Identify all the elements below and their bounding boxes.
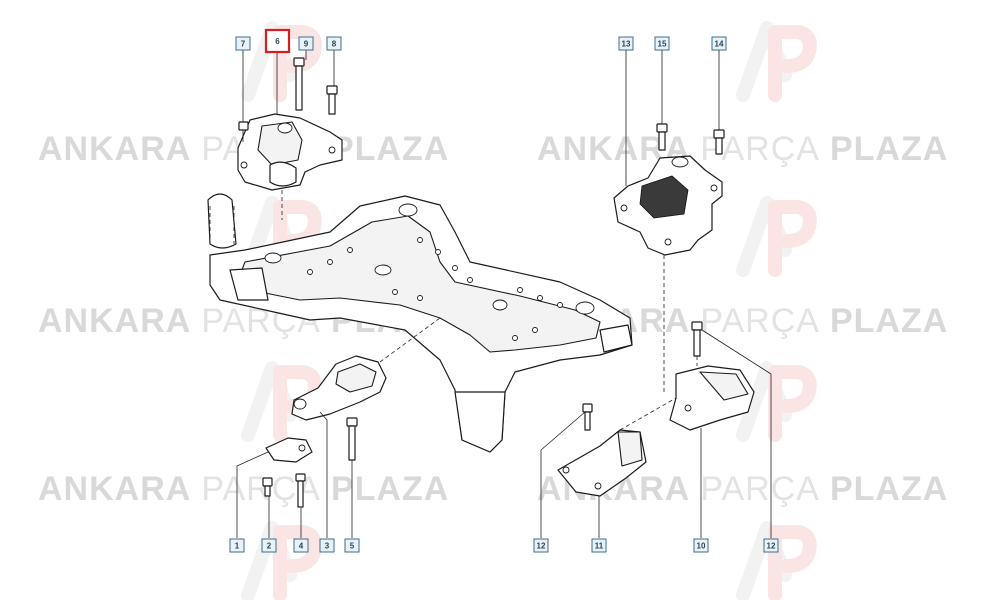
svg-text:10: 10 <box>697 542 706 551</box>
svg-text:13: 13 <box>622 40 631 49</box>
callout-10[interactable]: 10 <box>693 538 709 553</box>
strut-boot <box>207 193 237 249</box>
bolt-part-2 <box>262 477 273 497</box>
svg-text:3: 3 <box>325 542 330 551</box>
watermark-logo-bottom-left <box>241 521 322 600</box>
callout-1[interactable]: 1 <box>229 538 245 553</box>
bolt-part-9 <box>293 57 305 111</box>
watermark-logo-mid-right <box>736 196 817 277</box>
bolt-part-8 <box>326 85 338 115</box>
callout-13[interactable]: 13 <box>618 36 634 51</box>
watermark-logo-bottom-right <box>736 521 817 600</box>
upper-engine-mount-part-6 <box>237 113 343 191</box>
svg-text:5: 5 <box>350 542 355 551</box>
callout-4[interactable]: 4 <box>293 538 309 553</box>
lower-bracket-part-11 <box>557 429 647 497</box>
svg-text:8: 8 <box>332 40 337 49</box>
callout-5[interactable]: 5 <box>344 538 360 553</box>
svg-text:7: 7 <box>241 40 246 49</box>
callout-9[interactable]: 9 <box>298 36 314 51</box>
callout-12-lower[interactable]: 12 <box>533 538 549 553</box>
bolt-part-14 <box>713 129 725 155</box>
leader-lines <box>236 50 772 538</box>
bolt-part-12-lower <box>582 403 593 431</box>
svg-text:14: 14 <box>715 40 724 49</box>
callout-11[interactable]: 11 <box>591 538 607 553</box>
callout-7[interactable]: 7 <box>235 36 251 51</box>
bracket-part-1 <box>265 437 313 463</box>
bolt-part-5 <box>346 417 358 461</box>
watermark-logo-low-right <box>736 361 817 442</box>
callout-12-upper[interactable]: 12 <box>763 538 779 553</box>
callout-2[interactable]: 2 <box>261 538 277 553</box>
subframe-cradle <box>209 195 633 453</box>
svg-text:4: 4 <box>299 542 304 551</box>
bolt-part-12-upper <box>691 321 703 357</box>
mount-bracket-part-10 <box>669 365 755 431</box>
callout-8[interactable]: 8 <box>326 36 342 51</box>
svg-text:11: 11 <box>595 542 604 551</box>
callout-6-highlighted[interactable]: 6 <box>264 28 291 54</box>
watermark-logo-top-right <box>736 21 817 102</box>
callout-3[interactable]: 3 <box>319 538 335 553</box>
watermark-logo-layer <box>241 21 817 600</box>
svg-text:2: 2 <box>267 542 272 551</box>
svg-text:12: 12 <box>767 542 776 551</box>
svg-text:9: 9 <box>304 40 309 49</box>
gearbox-mount-part-13 <box>613 155 723 256</box>
svg-text:15: 15 <box>658 40 667 49</box>
callout-15[interactable]: 15 <box>654 36 670 51</box>
svg-text:6: 6 <box>275 37 280 46</box>
bolt-part-15 <box>656 123 668 151</box>
bolt-part-7 <box>238 121 249 142</box>
svg-text:12: 12 <box>537 542 546 551</box>
callout-14[interactable]: 14 <box>711 36 727 51</box>
svg-text:1: 1 <box>235 542 240 551</box>
torque-rod-part-3 <box>291 355 387 421</box>
assembly-dashed-lines <box>281 190 698 431</box>
bolt-part-4 <box>295 473 306 508</box>
